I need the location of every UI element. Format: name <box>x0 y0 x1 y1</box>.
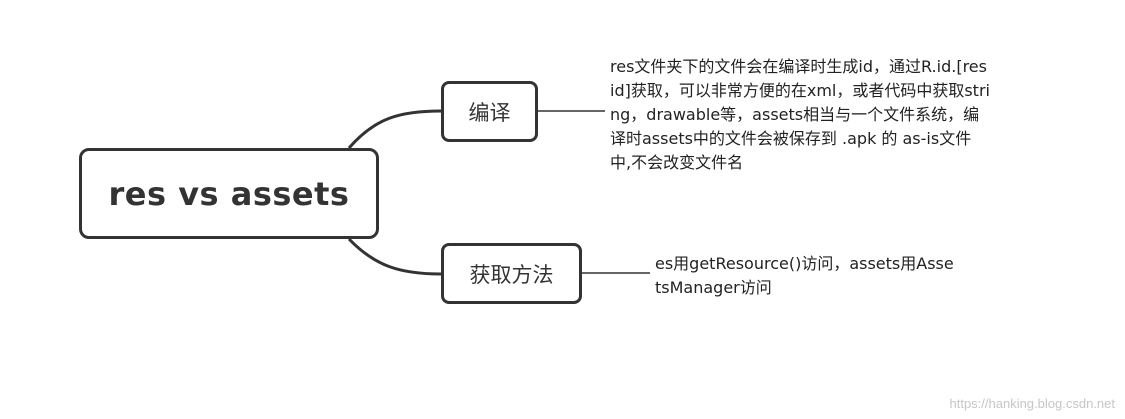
connector-central-to-compile <box>347 109 442 149</box>
connector-central-to-access <box>347 237 442 276</box>
note-access-method: es用getResource()访问，assets用AssetsManager访… <box>655 254 954 297</box>
watermark-text: https://hanking.blog.csdn.net <box>949 396 1115 411</box>
branch-node-access-method[interactable]: 获取方法 <box>441 243 582 304</box>
note-compile: res文件夹下的文件会在编译时生成id，通过R.id.[res id]获取，可以… <box>610 57 990 172</box>
branch-label-access-method: 获取方法 <box>469 262 554 287</box>
branch-node-compile[interactable]: 编译 <box>441 81 538 142</box>
central-topic-label: res vs assets <box>108 174 350 213</box>
central-topic-node[interactable]: res vs assets <box>79 148 379 239</box>
branch-label-compile: 编译 <box>468 100 511 125</box>
